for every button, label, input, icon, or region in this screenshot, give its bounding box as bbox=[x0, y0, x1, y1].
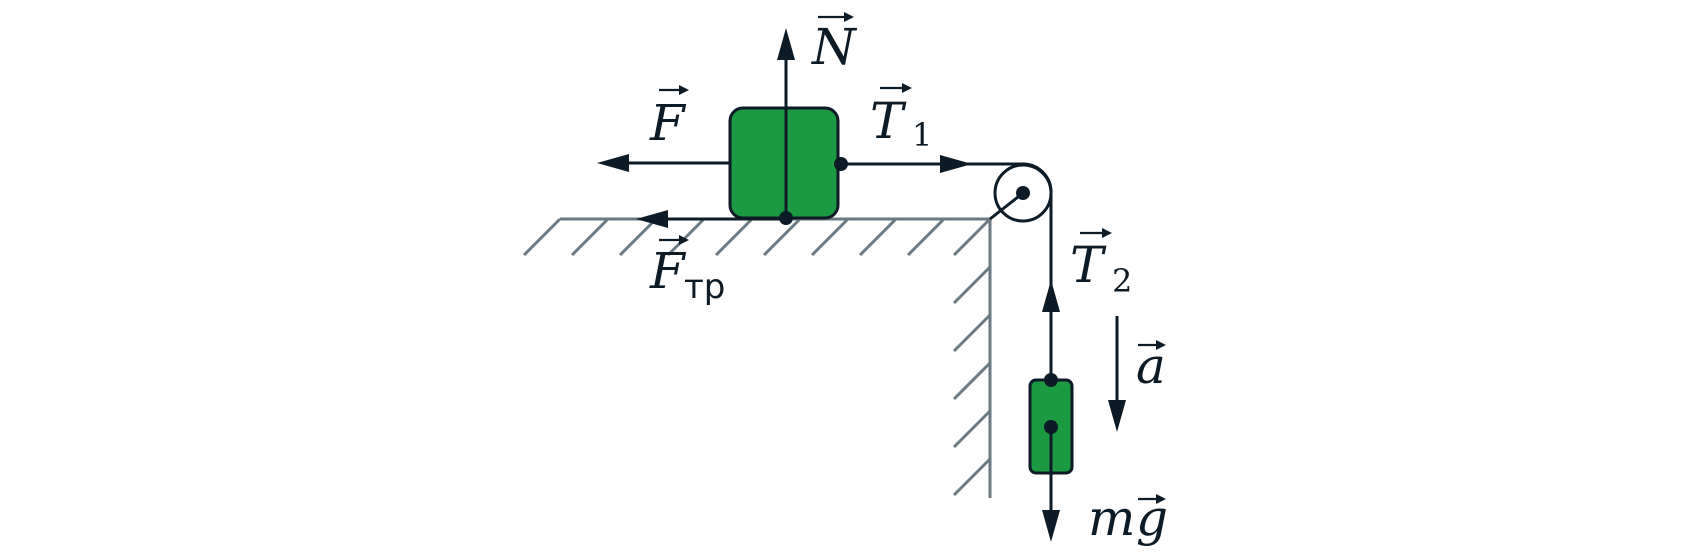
pulley-bracket bbox=[989, 191, 1024, 221]
svg-text:F: F bbox=[649, 94, 687, 152]
svg-text:F: F bbox=[649, 242, 687, 300]
tension2-application-point bbox=[1044, 373, 1058, 387]
svg-text:тр: тр bbox=[684, 267, 725, 307]
acceleration-arrow bbox=[1108, 316, 1126, 432]
vector-arrow-icon bbox=[1080, 228, 1112, 238]
vector-arrow-icon bbox=[659, 235, 689, 245]
svg-text:2: 2 bbox=[1112, 262, 1132, 300]
table-surface bbox=[522, 217, 992, 257]
tension1-arrow bbox=[840, 155, 972, 173]
pulley-axle bbox=[1016, 186, 1030, 200]
gravity-arrow bbox=[1042, 427, 1060, 542]
svg-text:T: T bbox=[870, 92, 907, 150]
normal-application-point bbox=[779, 211, 793, 225]
svg-text:1: 1 bbox=[912, 116, 932, 154]
gravity-label: m g bbox=[1088, 489, 1168, 547]
friction-force-arrow bbox=[636, 210, 786, 228]
acceleration-label: a bbox=[1136, 337, 1166, 395]
svg-text:T: T bbox=[1070, 236, 1107, 294]
vector-arrow-icon bbox=[880, 83, 912, 93]
tension2-label: T 2 bbox=[1070, 228, 1132, 300]
svg-text:N: N bbox=[811, 18, 858, 76]
wall-hatching bbox=[952, 265, 992, 497]
vector-arrow-icon bbox=[1138, 494, 1166, 504]
block-on-table bbox=[728, 106, 840, 220]
applied-force-arrow bbox=[597, 154, 730, 172]
friction-force-label: F тр bbox=[649, 235, 725, 307]
vector-arrow-icon bbox=[818, 12, 854, 22]
vector-arrow-icon bbox=[1138, 340, 1166, 350]
tension1-application-point bbox=[834, 157, 848, 171]
normal-force-arrow bbox=[777, 28, 795, 218]
gravity-application-point bbox=[1044, 420, 1058, 434]
applied-force-label: F bbox=[649, 85, 689, 152]
svg-text:m: m bbox=[1088, 489, 1135, 547]
table-hatching bbox=[522, 217, 992, 257]
tension1-label: T 1 bbox=[870, 83, 932, 154]
pulley bbox=[989, 163, 1053, 223]
vector-arrow-icon bbox=[659, 85, 689, 95]
normal-force-label: N bbox=[811, 12, 858, 76]
rope bbox=[840, 162, 1053, 380]
table-wall bbox=[952, 219, 992, 498]
tension2-arrow bbox=[1042, 280, 1060, 380]
